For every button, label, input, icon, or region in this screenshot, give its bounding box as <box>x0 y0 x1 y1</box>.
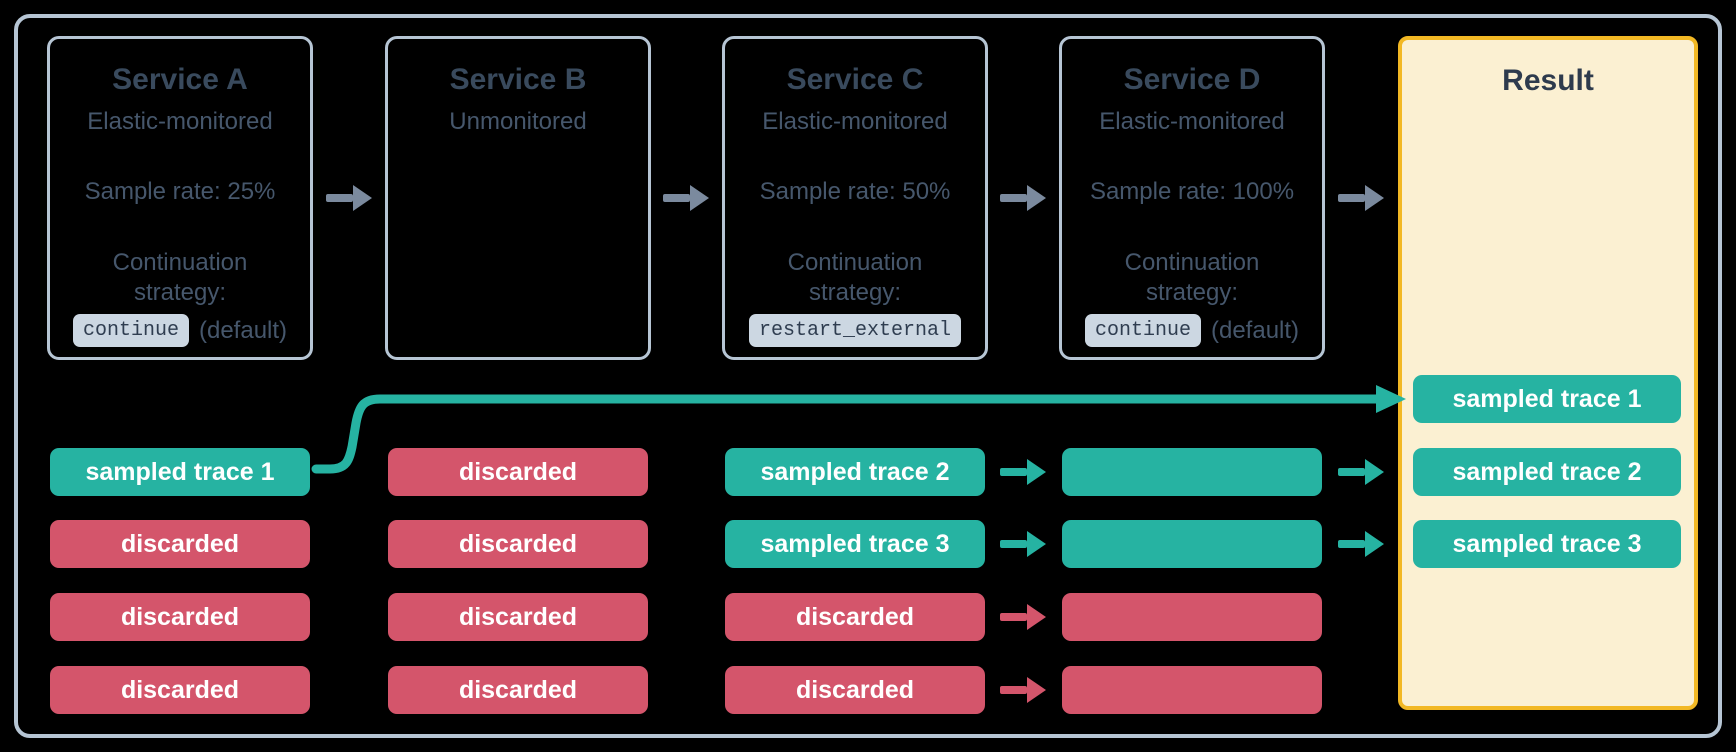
result-title: Result <box>1502 64 1594 97</box>
service-d-trace-chip <box>1062 448 1322 496</box>
service-b-trace-chip: discarded <box>388 448 648 496</box>
service-d-to-result-arrow-icon <box>1338 185 1384 211</box>
service-c-box: Service C Elastic-monitored Sample rate:… <box>722 36 988 360</box>
outer-frame <box>14 14 1722 738</box>
service-a-sample-rate: Sample rate: 25% <box>84 178 276 205</box>
trace-flow-arrow-icon <box>1338 459 1384 485</box>
service-d-code-row: continue (default) <box>1084 314 1300 347</box>
trace-flow-arrow-icon <box>1000 677 1046 703</box>
service-d-trace-chip <box>1062 520 1322 568</box>
service-c-subtitle: Elastic-monitored <box>762 108 948 135</box>
service-c-sample-rate: Sample rate: 50% <box>759 178 951 205</box>
trace-flow-arrow-icon <box>1000 604 1046 630</box>
service-c-code-row: restart_external <box>748 314 962 347</box>
service-b-box: Service B Unmonitored <box>385 36 651 360</box>
service-d-title: Service D <box>1123 63 1261 96</box>
service-a-code-row: continue (default) <box>72 314 288 347</box>
service-a-to-b-arrow-icon <box>326 185 372 211</box>
service-c-trace-chip: sampled trace 3 <box>725 520 985 568</box>
trace-flow-arrow-icon <box>1000 459 1046 485</box>
service-b-subtitle: Unmonitored <box>449 108 587 135</box>
service-a-title: Service A <box>112 63 248 96</box>
service-b-trace-chip: discarded <box>388 520 648 568</box>
service-a-trace-chip: sampled trace 1 <box>50 448 310 496</box>
service-a-continuation-label: Continuation strategy: <box>112 249 248 306</box>
service-a-code-suffix: (default) <box>198 316 288 344</box>
trace-flow-arrow-icon <box>1338 531 1384 557</box>
service-b-trace-chip: discarded <box>388 666 648 714</box>
result-trace-chip: sampled trace 1 <box>1413 375 1681 423</box>
service-d-box: Service D Elastic-monitored Sample rate:… <box>1059 36 1325 360</box>
service-a-box: Service A Elastic-monitored Sample rate:… <box>47 36 313 360</box>
service-c-to-d-arrow-icon <box>1000 185 1046 211</box>
service-d-code-chip: continue <box>1084 314 1201 347</box>
service-d-trace-chip <box>1062 593 1322 641</box>
service-c-title: Service C <box>786 63 924 96</box>
service-d-continuation-label: Continuation strategy: <box>1124 249 1260 306</box>
service-d-trace-chip <box>1062 666 1322 714</box>
service-c-continuation-label: Continuation strategy: <box>787 249 923 306</box>
service-a-trace-chip: discarded <box>50 520 310 568</box>
service-c-code-chip: restart_external <box>748 314 962 347</box>
service-a-code-chip: continue <box>72 314 189 347</box>
service-a-subtitle: Elastic-monitored <box>87 108 273 135</box>
service-d-subtitle: Elastic-monitored <box>1099 108 1285 135</box>
service-d-sample-rate: Sample rate: 100% <box>1089 178 1295 205</box>
service-c-trace-chip: discarded <box>725 666 985 714</box>
result-box: Result <box>1398 36 1698 710</box>
service-a-trace-chip: discarded <box>50 593 310 641</box>
service-a-trace-chip: discarded <box>50 666 310 714</box>
service-b-trace-chip: discarded <box>388 593 648 641</box>
service-c-trace-chip: discarded <box>725 593 985 641</box>
result-trace-chip: sampled trace 3 <box>1413 520 1681 568</box>
service-b-title: Service B <box>449 63 587 96</box>
service-d-code-suffix: (default) <box>1210 316 1300 344</box>
result-trace-chip: sampled trace 2 <box>1413 448 1681 496</box>
service-c-trace-chip: sampled trace 2 <box>725 448 985 496</box>
trace-flow-arrow-icon <box>1000 531 1046 557</box>
service-b-to-c-arrow-icon <box>663 185 709 211</box>
